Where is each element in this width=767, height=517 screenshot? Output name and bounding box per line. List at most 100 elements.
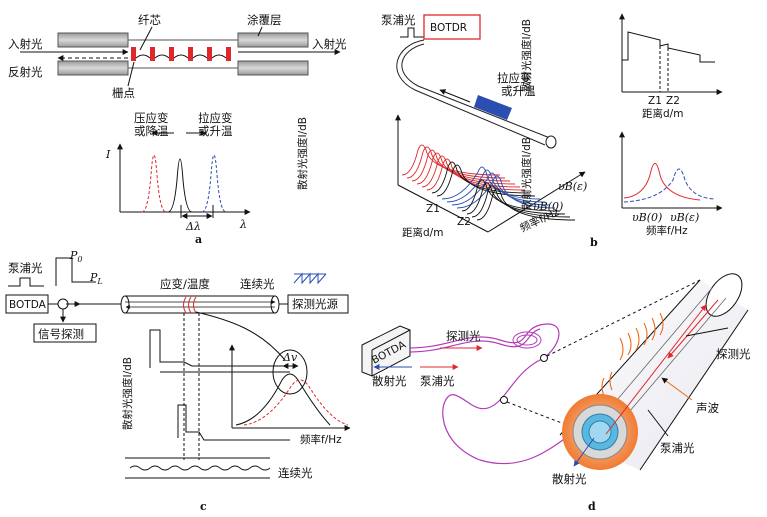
tr-x-label: 距离d/m [642, 107, 683, 120]
tr-z2-label: Z2 [666, 95, 680, 107]
br-y-label: 散射光强度I/dB [520, 137, 533, 210]
panel-b: 泵浦光 BOTDR 拉应变 或升温 散射光强度I/dB [296, 13, 723, 249]
compress-label-2: 或降温 [134, 124, 169, 138]
b-z2-label: Z2 [457, 216, 471, 228]
d-botda-edge [371, 329, 411, 351]
fiber-upper [396, 39, 546, 146]
delta-label: Δλ [185, 220, 201, 233]
b-strain-label-1: 拉应变 [497, 71, 532, 85]
blue-peak [201, 154, 227, 213]
coating-left-top [57, 32, 129, 48]
c-inset-y-label: 散射光强度I/dB [121, 357, 134, 430]
c-zoom-leader [195, 311, 286, 361]
d-pump-beam [605, 304, 707, 435]
botdr-box [423, 14, 481, 40]
coating-right-bottom [237, 60, 309, 76]
core-leader [139, 26, 153, 51]
d-zoom-point-2 [500, 396, 508, 404]
c-delta-label: Δv [282, 351, 298, 364]
b-strain-label-2: 或升温 [501, 84, 536, 98]
c-cw-wave [129, 465, 271, 471]
grating-label: 栅点 [112, 86, 135, 100]
core-label: 纤芯 [138, 13, 161, 27]
d-core-line-1 [599, 287, 713, 421]
reflection-curls [135, 54, 227, 59]
c-inset-black [235, 373, 331, 426]
c-pump-pulse [8, 277, 44, 287]
fiber-lower [401, 43, 551, 139]
c-pl-label: PL [89, 271, 103, 286]
d-acoustic-waves [601, 312, 664, 397]
spectrum-x-label: λ [239, 218, 247, 231]
b-backscatter-arrow [439, 89, 471, 103]
br-red-curve [623, 163, 701, 201]
panel-c-label: c [200, 500, 207, 513]
strain-segment [474, 95, 512, 120]
botdr-label: BOTDR [430, 22, 467, 34]
incident-left-label: 入射光 [8, 37, 43, 51]
incident-right-label: 入射光 [312, 37, 347, 51]
d-fiber-coil-2 [516, 334, 538, 346]
b-3d-spectra [401, 144, 576, 221]
b-pump-pulse [400, 27, 424, 38]
tension-label-1: 拉应变 [198, 111, 233, 125]
d-cylinder-edge-bottom [639, 309, 749, 471]
d-probe-leader [685, 327, 729, 337]
c-signal-box [33, 323, 97, 343]
d-probe-right-label: 探测光 [716, 347, 751, 361]
coating-leader [257, 26, 263, 37]
c-cw-label: 连续光 [240, 277, 275, 291]
c-trace-1 [149, 329, 290, 368]
c-cw-bottom-label: 连续光 [278, 466, 313, 480]
panel-a: 纤芯 涂覆层 入射光 入射光 反射光 栅点 I λ 压应变 或降温 拉应变 或升… [8, 13, 347, 246]
b-3d-distance-axis [397, 184, 489, 233]
c-zoom-ellipse [272, 349, 308, 395]
d-scatter-right-label: 散射光 [552, 472, 587, 486]
br-blue-curve [623, 168, 716, 203]
br-vbe-label: υB(ε) [670, 211, 699, 224]
d-scatter-beam [573, 437, 595, 467]
d-core-line-2 [611, 297, 727, 433]
c-signal-label: 信号探测 [38, 327, 84, 341]
d-fiber-coil [512, 331, 542, 349]
c-inset-red [243, 379, 349, 426]
red-peak [141, 154, 167, 213]
c-fiber-end [270, 295, 280, 314]
d-acoustic-label: 声波 [696, 401, 719, 415]
br-vb0-label: υB(0) [632, 211, 662, 224]
d-zoom-point-1 [540, 354, 548, 362]
b-pump-label: 泵浦光 [381, 13, 416, 27]
b-vbe-label: υB(ε) [558, 180, 587, 193]
b-distance-label: 距离d/m [402, 226, 443, 239]
fiber-end [545, 135, 557, 149]
d-acoustic-leader [661, 377, 693, 401]
c-fiber-body [125, 295, 275, 314]
c-botda-label: BOTDA [9, 299, 47, 311]
c-strain-label: 应变/温度 [160, 277, 210, 291]
tension-label-2: 或升温 [198, 124, 233, 138]
grating-leader [127, 61, 135, 87]
d-zoom-line-2 [506, 401, 581, 431]
tr-z1-label: Z1 [648, 95, 662, 107]
panel-d-label: d [588, 500, 596, 513]
compress-label-1: 压应变 [134, 111, 169, 125]
panel-a-label: a [195, 233, 202, 246]
c-fiber-start [120, 295, 130, 314]
spectrum-y-label: I [105, 148, 111, 161]
d-pump-leader [647, 409, 669, 437]
c-trace-2 [177, 404, 290, 441]
panel-c: 泵浦光 P0 PL BOTDA 信号探测 应变/温度 连续光 探测光源 [5, 249, 351, 513]
d-zoom-line-1 [546, 279, 701, 357]
d-core-inner [588, 420, 612, 444]
c-pulse-decay [55, 257, 96, 286]
c-strain-waves [183, 296, 197, 314]
d-pump-left-label: 泵浦光 [420, 374, 455, 388]
d-fiber-path [409, 323, 560, 410]
d-scatter-left-label: 散射光 [372, 374, 407, 388]
grating-bars [131, 47, 231, 61]
c-probe-wave [293, 272, 327, 285]
b-3d-intensity-label: 散射光强度I/dB [296, 117, 309, 190]
tr-y-label: 散射光强度I/dB [520, 19, 533, 92]
d-pump-right-label: 泵浦光 [660, 441, 695, 455]
